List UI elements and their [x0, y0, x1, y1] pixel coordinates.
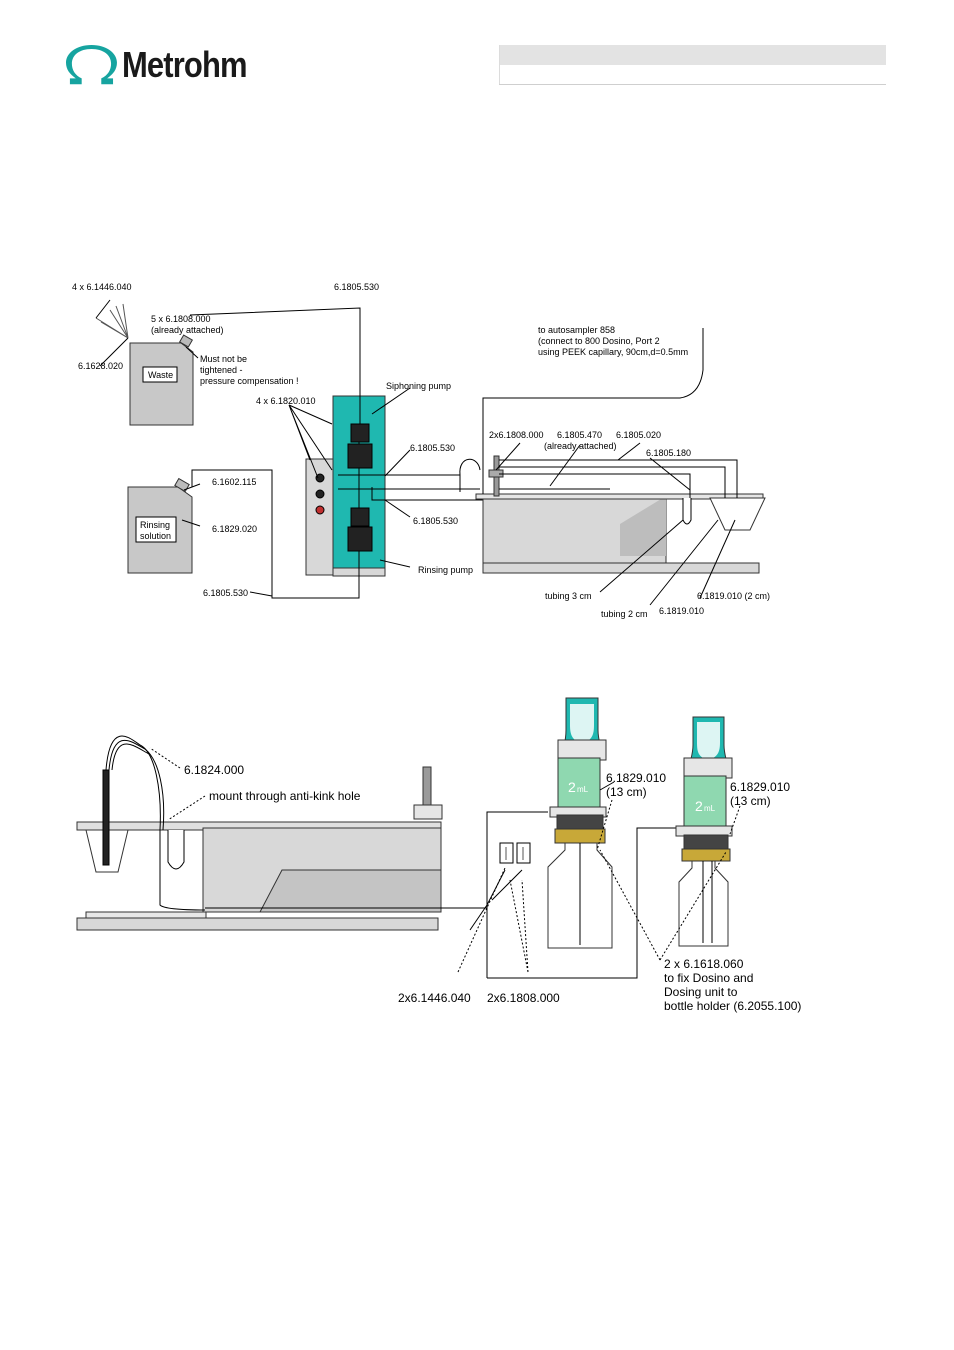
label-must-not-1: Must not be — [200, 354, 247, 364]
autosampler-side — [76, 735, 548, 931]
diagram-1-labels: 4 x 6.1446.040 6.1805.530 5 x 6.1808.000… — [72, 282, 770, 619]
label-p1805-530-mid: 6.1805.530 — [410, 443, 455, 453]
label-fix-3: Dosing unit to — [664, 985, 738, 999]
label-tubing-2cm: tubing 2 cm — [601, 609, 648, 619]
label-four-x-1820: 4 x 6.1820.010 — [256, 396, 316, 406]
label-rinsing-1: Rinsing — [140, 520, 170, 530]
label-fix-2: to fix Dosino and — [664, 971, 753, 985]
label-tubing-3cm: tubing 3 cm — [545, 591, 592, 601]
label-p1805-530-low: 6.1805.530 — [413, 516, 458, 526]
label-unit-left: mL — [577, 785, 589, 794]
label-to-autosampler-2: (connect to 800 Dosino, Port 2 — [538, 336, 660, 346]
label-rinsing-pump: Rinsing pump — [418, 565, 473, 575]
label-p1829-020: 6.1829.020 — [212, 524, 257, 534]
dosino-right — [675, 716, 733, 947]
label-to-autosampler-3: using PEEK capillary, 90cm,d=0.5mm — [538, 347, 688, 357]
label-bottom-1808: 2x6.1808.000 — [487, 991, 560, 1005]
label-p1602-115: 6.1602.115 — [212, 477, 256, 487]
label-waste-can-part: 6.1628.020 — [78, 361, 123, 371]
brand-name: Metrohm — [122, 44, 248, 85]
autosampler — [475, 455, 766, 574]
omega-icon — [66, 45, 117, 85]
label-p1819-010: 6.1819.010 — [659, 606, 704, 616]
label-waste: Waste — [148, 370, 173, 380]
label-already-attached-2: (already attached) — [544, 441, 617, 451]
label-fix-1: 2 x 6.1618.060 — [664, 957, 744, 971]
label-left-1829: 6.1829.010 — [606, 771, 666, 785]
label-right-1829: 6.1829.010 — [730, 780, 790, 794]
label-p1819-010-2cm: 6.1819.010 (2 cm) — [697, 591, 770, 601]
label-already-attached-1: (already attached) — [151, 325, 224, 335]
label-connectors-4x: 4 x 6.1446.040 — [72, 282, 132, 292]
header-divider-v — [499, 45, 500, 85]
label-vol-right: 2 — [695, 798, 703, 814]
diagram-2-labels: 6.1824.000 mount through anti-kink hole … — [184, 763, 801, 1013]
header-bar — [499, 45, 886, 65]
label-two-x-1808: 2x6.1808.000 — [489, 430, 544, 440]
label-p1805-180: 6.1805.180 — [646, 448, 691, 458]
label-bottom-1446: 2x6.1446.040 — [398, 991, 471, 1005]
label-tubing-top: 6.1805.530 — [334, 282, 379, 292]
pump-unit — [305, 395, 386, 577]
label-to-autosampler-1: to autosampler 858 — [538, 325, 615, 335]
label-five-x: 5 x 6.1808.000 — [151, 314, 211, 324]
label-vol-left: 2 — [568, 779, 576, 795]
diagram-1-schematic — [95, 299, 766, 606]
label-unit-right: mL — [704, 804, 716, 813]
label-p1805-020: 6.1805.020 — [616, 430, 661, 440]
label-left-13cm: (13 cm) — [606, 785, 647, 799]
label-mount-hole: mount through anti-kink hole — [209, 789, 361, 803]
dosino-left — [547, 697, 613, 949]
label-p1824-000: 6.1824.000 — [184, 763, 244, 777]
label-p1805-530-bottom: 6.1805.530 — [203, 588, 248, 598]
diagram-2-schematic — [76, 697, 741, 979]
label-siphoning-pump: Siphoning pump — [386, 381, 451, 391]
label-p1805-470: 6.1805.470 — [557, 430, 602, 440]
label-fix-4: bottle holder (6.2055.100) — [664, 999, 801, 1013]
label-must-not-3: pressure compensation ! — [200, 376, 299, 386]
metrohm-logo: Metrohm — [66, 44, 266, 86]
label-right-13cm: (13 cm) — [730, 794, 771, 808]
label-rinsing-2: solution — [140, 531, 171, 541]
label-must-not-2: tightened - — [200, 365, 243, 375]
header-divider — [499, 84, 886, 85]
waste-canister — [95, 303, 194, 426]
rinsing-canister — [127, 477, 193, 574]
